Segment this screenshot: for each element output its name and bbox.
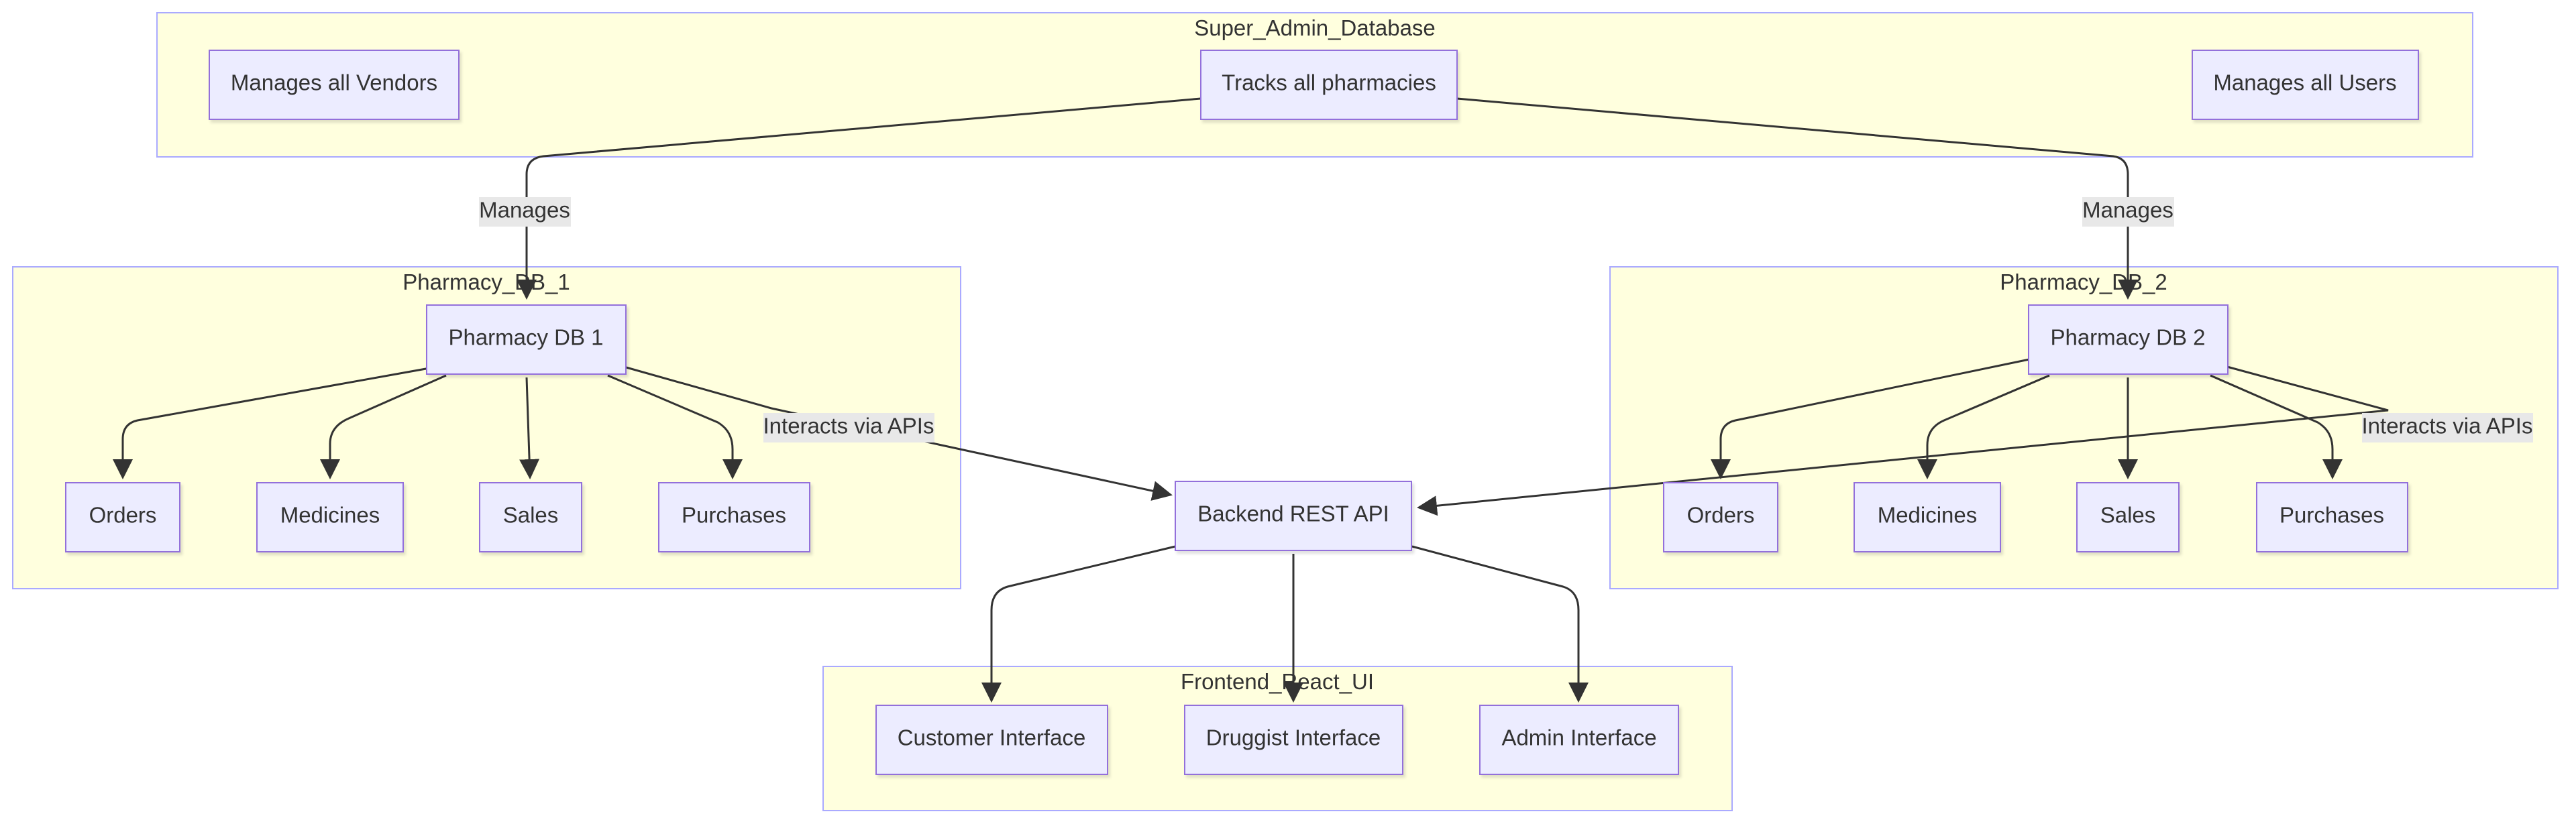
node-orders-1: Orders bbox=[65, 482, 180, 552]
node-backend-rest-api: Backend REST API bbox=[1175, 481, 1412, 551]
cluster-title-frontend: Frontend_React_UI bbox=[1181, 669, 1374, 694]
node-manages-all-users: Manages all Users bbox=[2192, 50, 2419, 120]
edge-pdb2-to-api bbox=[1417, 365, 2389, 516]
cluster-title-pharmacy-1: Pharmacy_DB_1 bbox=[402, 270, 570, 294]
node-manages-all-vendors: Manages all Vendors bbox=[209, 50, 460, 120]
edge-pdb2-to-medicines bbox=[1917, 374, 2050, 479]
node-label: Backend REST API bbox=[1197, 501, 1389, 526]
edge-label-text: Manages bbox=[2082, 198, 2174, 223]
node-purchases-1: Purchases bbox=[658, 482, 810, 552]
edge-pdb1-to-sales bbox=[519, 377, 540, 479]
node-label: Admin Interface bbox=[1501, 725, 1656, 750]
edge-api-to-admin bbox=[1411, 545, 1589, 703]
edge-label-text: Interacts via APIs bbox=[763, 414, 934, 438]
node-pharmacy-db-1: Pharmacy DB 1 bbox=[426, 304, 627, 375]
edge-label-interacts-2: Interacts via APIs bbox=[2362, 413, 2533, 442]
node-label: Manages all Users bbox=[2213, 70, 2396, 95]
node-label: Sales bbox=[503, 503, 559, 528]
edge-track-to-pdb2 bbox=[1456, 97, 2138, 300]
edge-track-to-pdb1 bbox=[517, 97, 1201, 300]
node-label: Pharmacy DB 1 bbox=[448, 325, 603, 350]
node-orders-2: Orders bbox=[1663, 482, 1778, 552]
edge-pdb2-to-purchases bbox=[2210, 374, 2343, 479]
node-label: Orders bbox=[1687, 503, 1755, 528]
node-label: Sales bbox=[2100, 503, 2156, 528]
cluster-title-pharmacy-2: Pharmacy_DB_2 bbox=[2000, 270, 2167, 294]
edge-label-manages-2: Manages bbox=[2082, 197, 2174, 227]
edge-label-interacts-1: Interacts via APIs bbox=[763, 413, 934, 442]
edge-label-manages-1: Manages bbox=[479, 197, 571, 227]
node-medicines-2: Medicines bbox=[1854, 482, 2001, 552]
node-label: Purchases bbox=[2279, 503, 2384, 528]
edge-pdb1-to-api bbox=[623, 365, 1173, 501]
edge-pdb1-to-purchases bbox=[607, 374, 743, 479]
edge-label-text: Interacts via APIs bbox=[2362, 414, 2533, 438]
node-sales-1: Sales bbox=[479, 482, 582, 552]
node-sales-2: Sales bbox=[2076, 482, 2180, 552]
edge-pdb1-to-orders bbox=[113, 358, 479, 479]
edge-pdb2-to-orders bbox=[1711, 358, 2030, 479]
node-label: Orders bbox=[89, 503, 157, 528]
node-label: Medicines bbox=[1878, 503, 1978, 528]
node-label: Medicines bbox=[280, 503, 380, 528]
node-medicines-1: Medicines bbox=[256, 482, 404, 552]
node-label: Customer Interface bbox=[898, 725, 1086, 750]
edge-api-to-customer bbox=[981, 545, 1176, 703]
node-label: Manages all Vendors bbox=[231, 70, 437, 95]
edge-label-text: Manages bbox=[479, 198, 570, 223]
node-customer-interface: Customer Interface bbox=[875, 705, 1108, 775]
node-druggist-interface: Druggist Interface bbox=[1184, 705, 1403, 775]
node-label: Druggist Interface bbox=[1206, 725, 1381, 750]
node-purchases-2: Purchases bbox=[2256, 482, 2408, 552]
node-pharmacy-db-2: Pharmacy DB 2 bbox=[2028, 304, 2229, 375]
node-label: Purchases bbox=[682, 503, 786, 528]
node-label: Tracks all pharmacies bbox=[1222, 70, 1436, 95]
cluster-title-super-admin: Super_Admin_Database bbox=[1194, 15, 1436, 40]
node-label: Pharmacy DB 2 bbox=[2050, 325, 2205, 350]
edge-pdb1-to-medicines bbox=[320, 374, 447, 479]
node-tracks-all-pharmacies: Tracks all pharmacies bbox=[1200, 50, 1458, 120]
edges bbox=[113, 97, 2389, 703]
node-admin-interface: Admin Interface bbox=[1479, 705, 1679, 775]
